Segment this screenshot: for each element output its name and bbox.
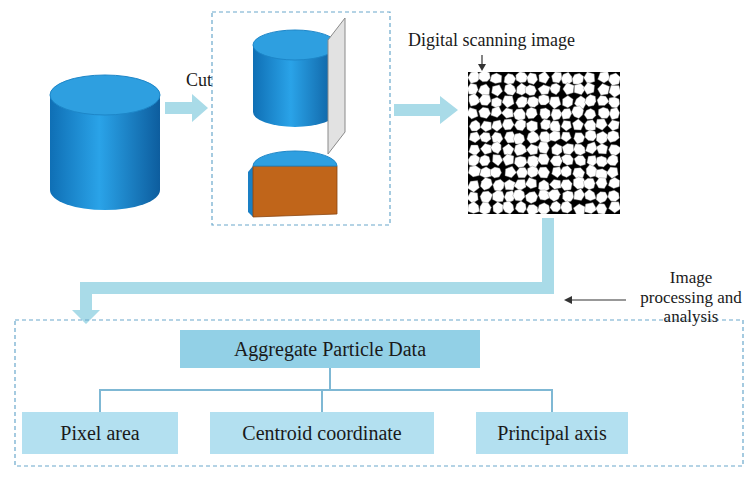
box-text: Pixel area — [60, 422, 139, 445]
cut-cylinder — [253, 18, 345, 154]
box-text: Principal axis — [497, 422, 606, 445]
flow-arrow — [394, 96, 458, 124]
flow-arrow — [165, 94, 208, 122]
annotation-label: Image processing and analysis — [632, 268, 750, 327]
tree-connector — [330, 368, 552, 412]
process-box: Aggregate Particle Data — [180, 330, 480, 368]
box-text: Aggregate Particle Data — [234, 338, 426, 361]
half-cylinder — [248, 151, 337, 217]
flow-arrow — [72, 218, 554, 324]
annotation-label: Digital scanning image — [408, 30, 575, 51]
scan-image — [468, 72, 620, 214]
dashed-frame — [15, 320, 743, 466]
pointer-arrow — [564, 296, 626, 304]
process-box: Principal axis — [476, 412, 628, 454]
process-box: Pixel area — [22, 412, 178, 454]
annotation-label: Cut — [186, 70, 212, 91]
pointer-arrow — [478, 55, 486, 71]
particle-texture — [468, 72, 620, 214]
process-box: Centroid coordinate — [210, 412, 434, 454]
tree-connector — [322, 368, 330, 412]
cylinder — [50, 75, 160, 210]
box-text: Centroid coordinate — [242, 422, 401, 445]
dashed-frame — [212, 12, 390, 225]
tree-connector — [100, 368, 330, 412]
